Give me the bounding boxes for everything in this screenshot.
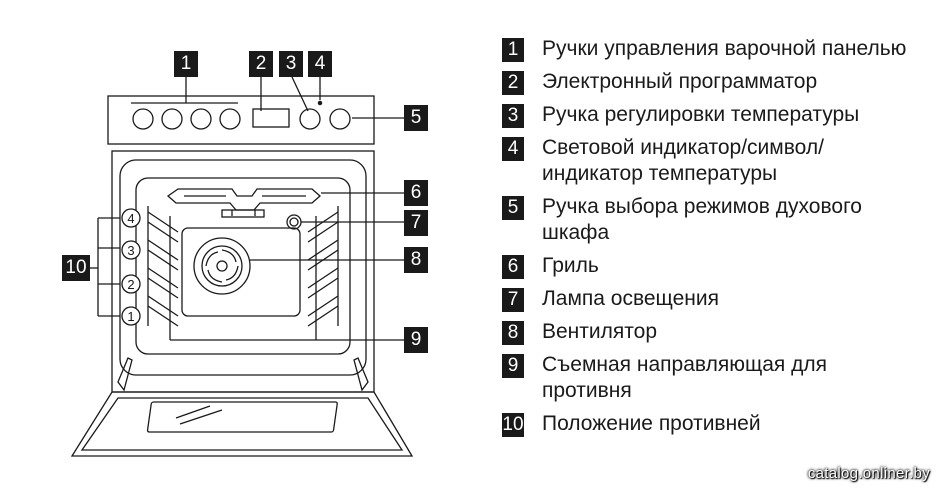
control-panel	[107, 95, 375, 145]
watermark: catalog.onliner.by	[807, 465, 930, 482]
grill-element	[166, 188, 321, 211]
hob-knob-1	[132, 108, 154, 130]
callout-1: 1	[174, 51, 198, 77]
legend-item-8: 8 Вентилятор	[502, 319, 922, 345]
callout-10: 10	[62, 255, 90, 281]
oven-diagram: 4 3 2 1 1 2 3 4 5 6 7 8 9 10	[0, 0, 470, 490]
legend-text: Электронный программатор	[542, 70, 818, 93]
programmer-display	[252, 108, 290, 128]
callout-4: 4	[308, 51, 332, 77]
shelf-position-2-marker	[121, 274, 141, 294]
legend-number: 3	[502, 104, 524, 128]
legend-item-3: 3 Ручка регулировки температуры	[502, 102, 922, 128]
cavity-outer	[119, 159, 367, 376]
legend-text: Ручка выбора режимов духового шкафа	[542, 195, 862, 244]
left-hinge	[117, 357, 133, 392]
hob-knob-3	[190, 108, 212, 130]
legend-text: Положение противней	[542, 412, 761, 435]
right-shelf-runners	[307, 206, 339, 340]
hob-knob-4	[219, 108, 241, 130]
legend-number: 10	[502, 413, 524, 437]
legend-number: 9	[502, 354, 524, 378]
shelf-position-4-label: 4	[127, 211, 134, 226]
shelf-position-4-marker	[121, 208, 141, 228]
oven-drawing: 4 3 2 1	[70, 76, 414, 457]
legend-item-10: 10 Положение противней	[502, 411, 922, 437]
fan	[193, 237, 251, 295]
legend-item-2: 2 Электронный программатор	[502, 69, 922, 95]
rear-panel	[181, 227, 301, 317]
callout-2: 2	[249, 51, 273, 77]
legend-text: Ручки управления варочной панелью	[542, 37, 907, 60]
oven-body	[111, 150, 375, 393]
oven-door	[70, 391, 414, 457]
cavity-inner	[135, 177, 351, 355]
callout-8: 8	[404, 247, 428, 273]
callout-5: 5	[404, 105, 428, 131]
legend-item-4: 4 Световой индикатор/символ/ индикатор т…	[502, 135, 922, 187]
legend-number: 5	[502, 196, 524, 220]
legend-number: 1	[502, 38, 524, 62]
left-shelf-runners	[147, 206, 179, 340]
callout-7: 7	[404, 210, 428, 236]
shelf-position-1-label: 1	[127, 309, 134, 324]
right-hinge	[353, 357, 369, 392]
indicator-light	[317, 100, 323, 106]
shelf-position-3-label: 3	[127, 243, 134, 258]
callout-9: 9	[404, 327, 428, 353]
legend-number: 2	[502, 71, 524, 95]
legend-item-5: 5 Ручка выбора режимов духового шкафа	[502, 194, 922, 246]
door-window	[146, 401, 338, 433]
legend-number: 7	[502, 288, 524, 312]
legend-text: Вентилятор	[542, 320, 657, 343]
legend-number: 6	[502, 255, 524, 279]
legend-text: Гриль	[542, 254, 599, 277]
hob-knob-2	[161, 108, 183, 130]
legend-item-1: 1 Ручки управления варочной панелью	[502, 36, 922, 62]
legend-number: 8	[502, 321, 524, 345]
legend: 1 Ручки управления варочной панелью 2 Эл…	[502, 36, 922, 444]
shelf-position-3-marker	[121, 240, 141, 260]
legend-text: Ручка регулировки температуры	[542, 103, 860, 126]
oven-lamp	[286, 214, 302, 230]
legend-text: Съемная направляющая для противня	[542, 353, 827, 402]
legend-number: 4	[502, 137, 524, 161]
callout-3: 3	[279, 51, 303, 77]
legend-item-6: 6 Гриль	[502, 253, 922, 279]
temperature-knob	[299, 108, 321, 130]
shelf-position-2-label: 2	[127, 277, 134, 292]
legend-text: Световой индикатор/символ/ индикатор тем…	[542, 136, 824, 185]
legend-item-9: 9 Съемная направляющая для противня	[502, 352, 922, 404]
callout-6: 6	[404, 180, 428, 206]
mode-knob	[329, 108, 351, 130]
legend-item-7: 7 Лампа освещения	[502, 286, 922, 312]
shelf-position-1-marker	[121, 306, 141, 326]
legend-text: Лампа освещения	[542, 287, 719, 310]
